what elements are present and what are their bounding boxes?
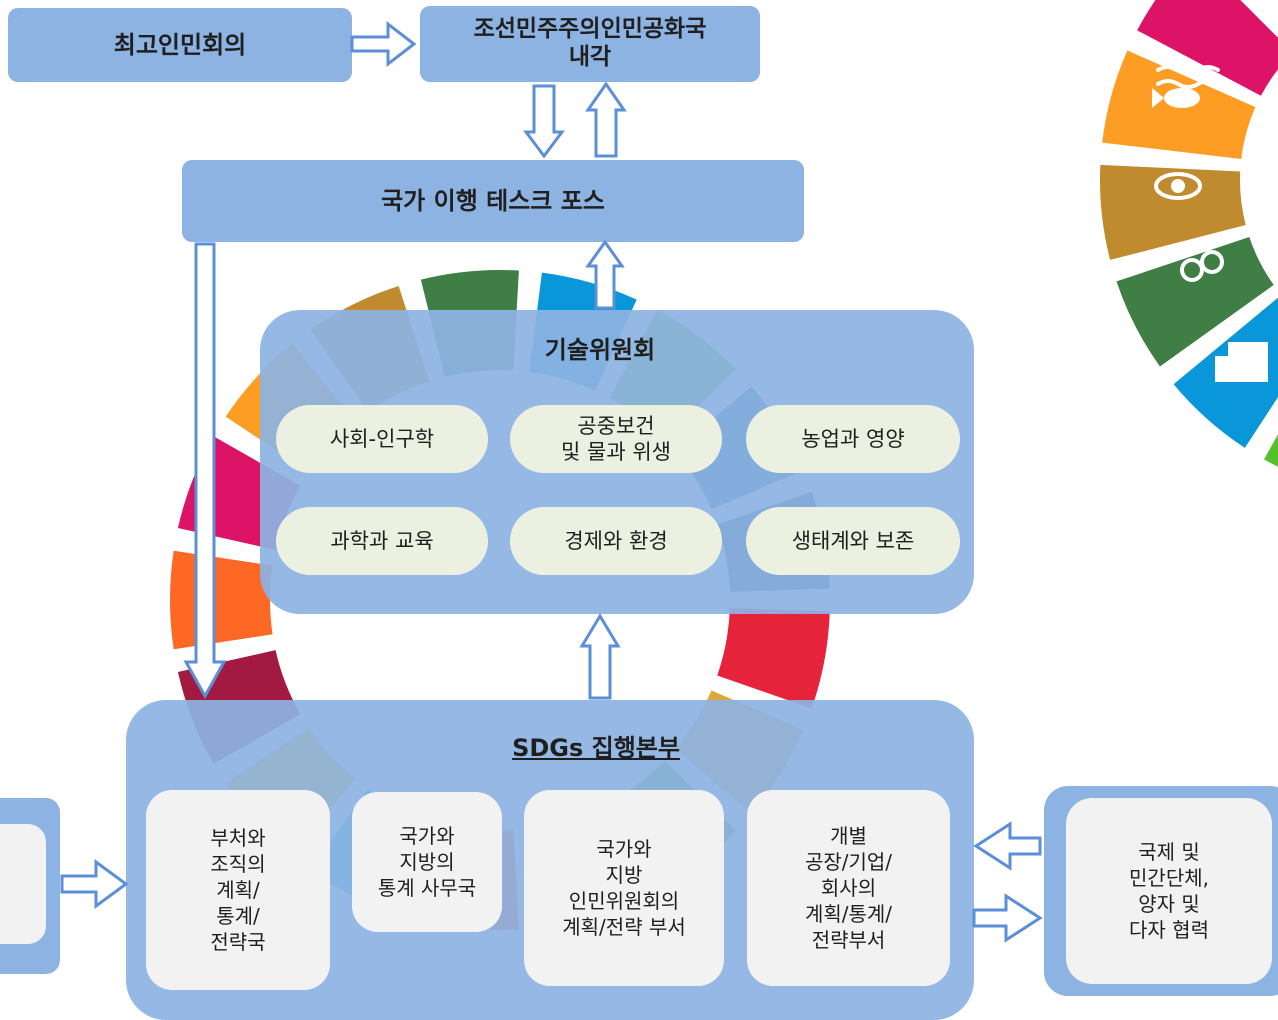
- city-icon: [1215, 356, 1229, 382]
- sdg-wheel-segment: [1264, 434, 1278, 467]
- fish-icon: [1164, 88, 1200, 108]
- sdg-goal-icons: [1154, 65, 1224, 282]
- globe-icon: [1171, 179, 1185, 193]
- left-offscreen-card: [0, 824, 46, 944]
- arrow-taskforce-to-cabinet: [585, 81, 627, 158]
- city-icon: [1228, 342, 1268, 382]
- sdg-wheel-segment: [1099, 164, 1246, 260]
- supreme-peoples-assembly-box: 최고인민회의: [8, 8, 352, 82]
- committee-item-agriculture-nutrition: 농업과 영양: [746, 405, 960, 473]
- committee-item-science-education: 과학과 교육: [276, 507, 488, 575]
- sdgs-executive-hq-title: SDGs 집행본부: [512, 734, 680, 762]
- sdg-wheel-segment: [717, 608, 830, 709]
- arrow-international-to-hq: [973, 821, 1042, 871]
- sdg-goal-icons-filled: [1152, 88, 1268, 382]
- infinity-icon: [1180, 258, 1204, 282]
- hq-card-statistics-office: 국가와 지방의 통계 사무국: [352, 792, 502, 932]
- eye-globe-icon: [1154, 172, 1202, 200]
- committee-item-ecosystem-conservation: 생태계와 보존: [746, 507, 960, 575]
- cabinet-box: 조선민주주의인민공화국 내각: [420, 6, 760, 82]
- arrow-taskforce-to-hq: [183, 242, 227, 700]
- sdg-wheel-segment: [1137, 0, 1278, 96]
- water-wave-icon: [1156, 79, 1220, 89]
- hq-card-peoples-committees: 국가와 지방 인민위원회의 계획/전략 부서: [524, 790, 724, 986]
- arrow-left-to-hq: [60, 859, 129, 909]
- arrow-committee-to-taskforce: [585, 239, 625, 310]
- arrow-hq-to-committee: [579, 613, 621, 700]
- arrow-cabinet-to-taskforce: [523, 84, 565, 159]
- left-offscreen-box: [0, 798, 60, 974]
- national-task-force-box: 국가 이행 테스크 포스: [182, 160, 804, 242]
- committee-item-public-health-water: 공중보건 및 물과 위생: [510, 405, 722, 473]
- committee-item-socio-demographics: 사회-인구학: [276, 405, 488, 473]
- hq-card-enterprises: 개별 공장/기업/ 회사의 계획/통계/ 전략부서: [747, 790, 950, 986]
- arrow-assembly-to-cabinet: [350, 20, 417, 68]
- infinity-icon: [1200, 250, 1224, 274]
- fish-tail-icon: [1152, 88, 1164, 108]
- technical-committee-title: 기술위원회: [544, 336, 656, 364]
- hq-card-ministries: 부처와 조직의 계획/ 통계/ 전략국: [146, 790, 330, 990]
- arrow-hq-to-international: [972, 893, 1043, 943]
- water-wave-icon: [1156, 65, 1220, 75]
- international-cooperation-card: 국제 및 민간단체, 양자 및 다자 협력: [1066, 798, 1272, 984]
- committee-item-economy-environment: 경제와 환경: [510, 507, 722, 575]
- sdg-wheel-segment: [1116, 237, 1274, 367]
